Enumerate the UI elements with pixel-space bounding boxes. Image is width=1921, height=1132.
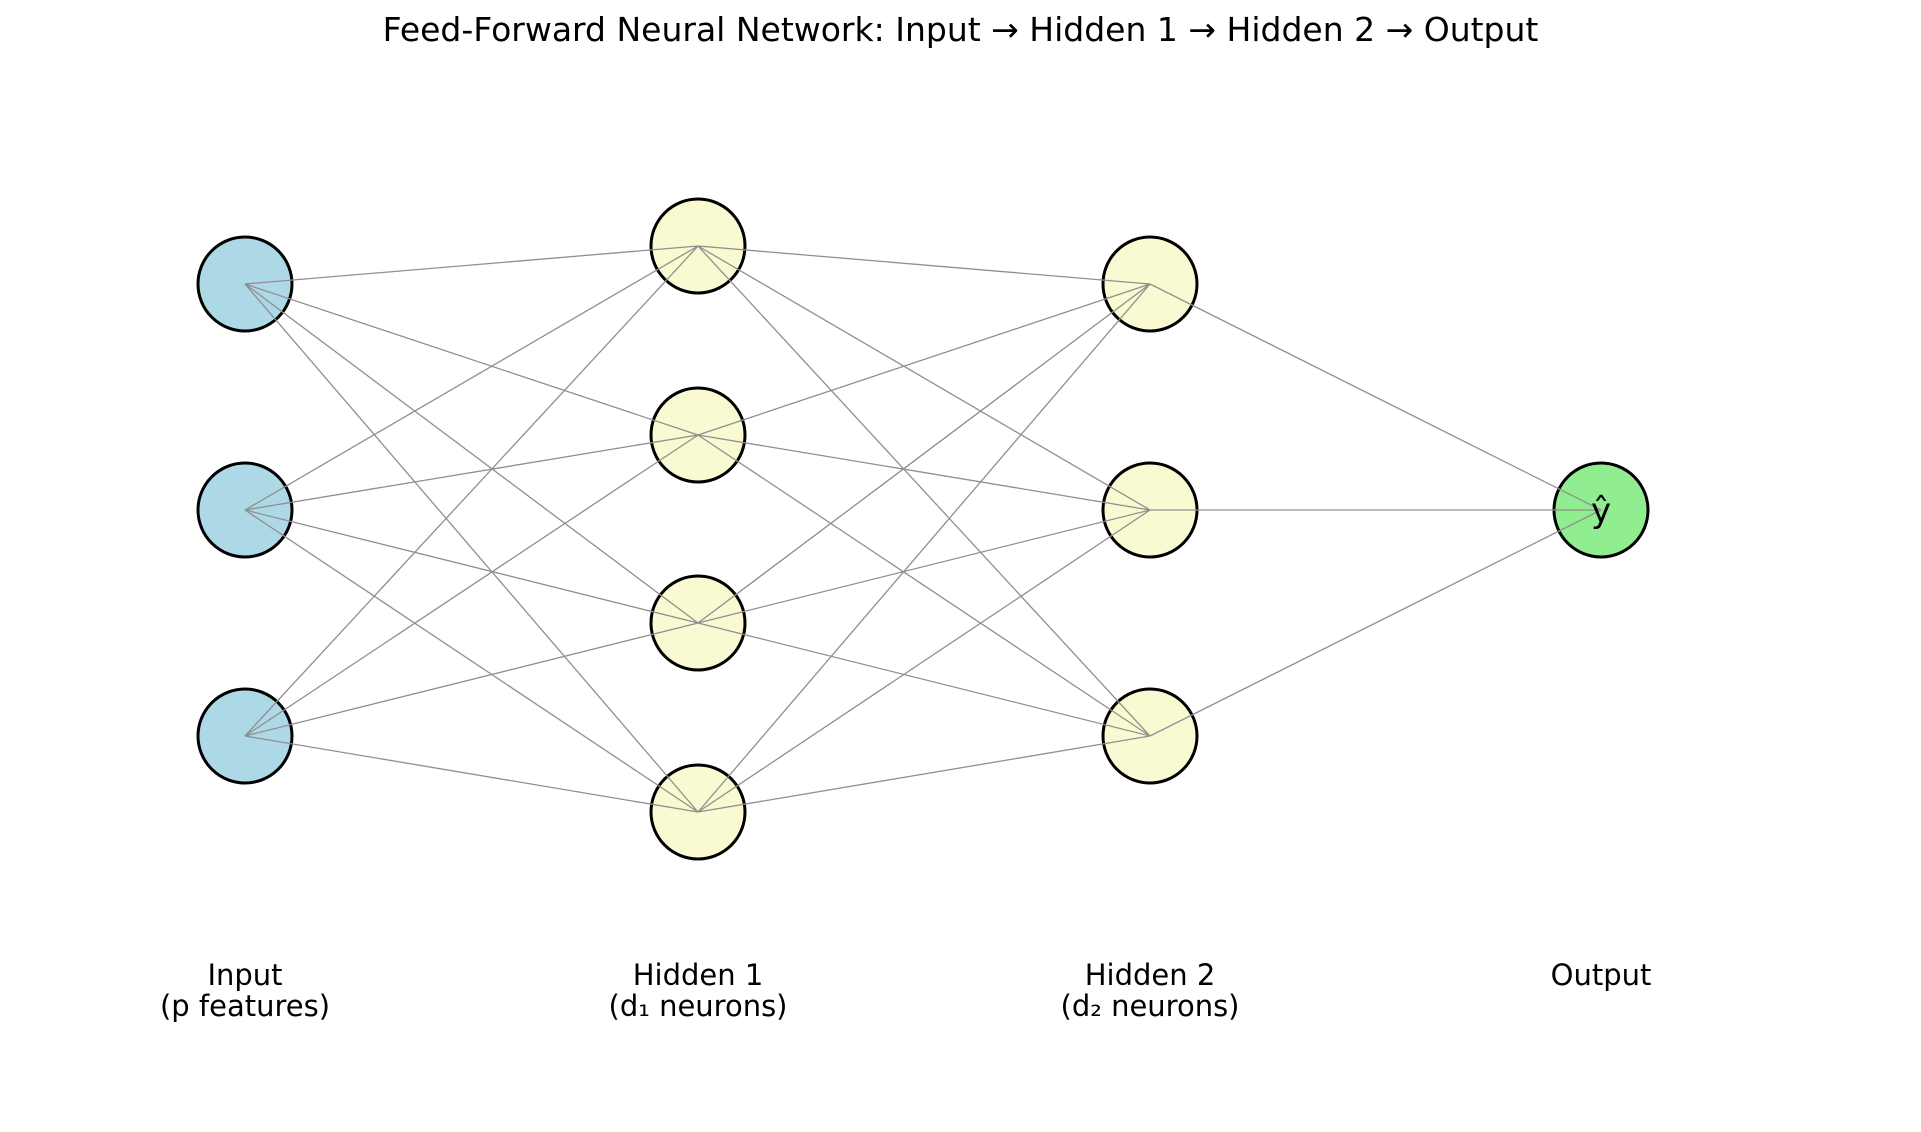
edge-input-2-to-hidden1-2	[244, 434, 699, 511]
edge-hidden1-2-to-hidden2-1	[697, 283, 1151, 436]
diagram-title: Feed-Forward Neural Network: Input → Hid…	[382, 10, 1539, 49]
edge-input-1-to-hidden1-4	[244, 283, 699, 813]
edge-hidden1-2-to-hidden2-2	[697, 434, 1151, 511]
hidden2-caption-line-1: Hidden 2	[1085, 958, 1216, 992]
input-caption-line-1: Input	[207, 958, 282, 992]
edge-hidden1-2-to-hidden2-3	[697, 434, 1151, 737]
edge-input-3-to-hidden1-4	[244, 735, 699, 813]
edge-hidden1-1-to-hidden2-2	[697, 245, 1151, 511]
edge-hidden2-1-to-output-1	[1149, 283, 1602, 511]
edge-hidden1-3-to-hidden2-3	[697, 622, 1151, 737]
edge-hidden1-4-to-hidden2-3	[697, 735, 1151, 813]
hidden2-caption-line-2: (d₂ neurons)	[1061, 989, 1240, 1023]
edge-input-2-to-hidden1-4	[244, 509, 699, 813]
edge-hidden1-3-to-hidden2-2	[697, 509, 1151, 624]
output-node-label: ŷ	[1591, 491, 1611, 531]
edge-hidden1-1-to-hidden2-1	[697, 245, 1151, 285]
edge-hidden1-3-to-hidden2-1	[697, 283, 1151, 624]
edge-hidden1-4-to-hidden2-2	[697, 509, 1151, 813]
output-caption-line-1: Output	[1551, 958, 1652, 992]
edge-input-3-to-hidden1-3	[244, 622, 699, 737]
edge-input-2-to-hidden1-1	[244, 245, 699, 511]
edge-hidden1-1-to-hidden2-3	[697, 245, 1151, 737]
edge-input-3-to-hidden1-1	[244, 245, 699, 737]
input-caption-line-2: (p features)	[160, 989, 330, 1023]
edge-hidden2-3-to-output-1	[1149, 509, 1602, 737]
edge-hidden1-4-to-hidden2-1	[697, 283, 1151, 813]
edge-input-1-to-hidden1-2	[244, 283, 699, 436]
edge-input-1-to-hidden1-1	[244, 245, 699, 285]
edge-input-2-to-hidden1-3	[244, 509, 699, 624]
edge-input-1-to-hidden1-3	[244, 283, 699, 624]
hidden1-caption-line-1: Hidden 1	[633, 958, 764, 992]
edge-input-3-to-hidden1-2	[244, 434, 699, 737]
hidden1-caption-line-2: (d₁ neurons)	[609, 989, 788, 1023]
